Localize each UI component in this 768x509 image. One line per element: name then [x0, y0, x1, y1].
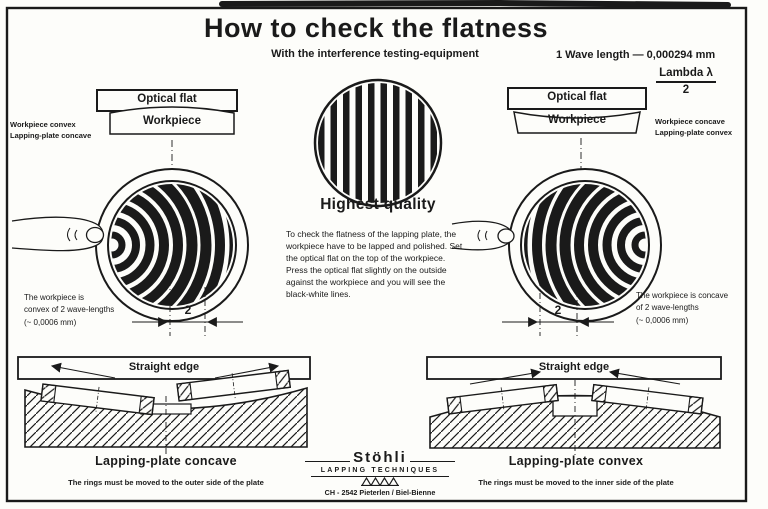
right-workpiece-label: Workpiece [548, 114, 606, 126]
scan-artifact-smear [219, 0, 731, 8]
right-plate-caption: Lapping-plate convex [508, 454, 644, 468]
center-straight-fringes [318, 83, 437, 203]
right-finger-illustration [451, 220, 515, 251]
lambda-fraction: Lambda λ 2 [656, 66, 716, 98]
right-interference-circle [451, 168, 662, 336]
right-straight-edge-label: Straight edge [538, 361, 610, 373]
brand-rule-left [305, 461, 351, 462]
left-outward-arrow-left [50, 362, 116, 379]
right-workpiece-concave-box [513, 111, 641, 134]
lambda-numerator: Lambda λ [656, 66, 716, 84]
highest-quality-label: Highest quality [320, 196, 436, 213]
left-plate-note: The rings must be moved to the outer sid… [68, 478, 264, 487]
brand-name: Stöhli [353, 449, 407, 466]
center-highest-quality-circle [313, 78, 443, 208]
left-workpiece-convex-box [109, 106, 235, 135]
right-straight-edge-box [426, 356, 722, 380]
brand-row: Stöhli [305, 449, 456, 466]
right-plate-note: The rings must be moved to the inner sid… [478, 478, 674, 487]
right-fingernail [497, 228, 515, 244]
right-finger-creases [477, 229, 488, 242]
left-optical-flat-assembly [96, 89, 238, 205]
right-diagram-left-ring [446, 383, 559, 415]
left-diagram-left-ring [40, 383, 155, 416]
bottom-right-diagram [426, 356, 722, 456]
right-optical-flat-assembly [507, 87, 647, 205]
left-finger-illustration [11, 216, 105, 252]
right-diagram-right-ring [591, 383, 704, 415]
right-result-note: The workpiece is concave of 2 wave-lengt… [636, 291, 729, 325]
page-subtitle: With the interference testing-equipment [271, 48, 479, 60]
instructions-paragraph: To check the flatness of the lapping pla… [286, 229, 463, 300]
zigzag-logo-icon [361, 477, 399, 486]
bottom-left-diagram [17, 356, 311, 456]
left-workpiece-label: Workpiece [143, 115, 201, 127]
right-inward-arrow-left [469, 368, 542, 385]
right-optical-flat-label: Optical flat [547, 91, 607, 103]
left-dimension-label: 2 [184, 303, 192, 317]
left-interference-circle [11, 168, 249, 336]
left-optical-flat-label: Optical flat [137, 93, 197, 105]
company-logo-block: Stöhli LAPPING TECHNIQUES CH - 2542 Piet… [305, 449, 456, 497]
brand-tagline: LAPPING TECHNIQUES [311, 465, 449, 477]
lambda-denominator: 2 [682, 84, 690, 97]
left-plate-caption: Lapping-plate concave [95, 454, 237, 468]
left-dimension-lines [132, 280, 243, 336]
brand-address: CH - 2542 Pieterlen / Biel-Bienne [324, 488, 436, 497]
right-side-note: Workpiece concave Lapping-plate convex [655, 117, 733, 138]
page-title: How to check the flatness [203, 13, 549, 43]
right-optical-flat-box [507, 87, 647, 110]
left-straight-edge-label: Straight edge [128, 361, 200, 373]
left-fingernail [85, 226, 105, 244]
left-diagram-right-ring [176, 369, 292, 402]
page-border [5, 6, 748, 503]
left-side-note: Workpiece convex Lapping-plate concave [10, 120, 92, 141]
wavelength-note: 1 Wave length — 0,000294 mm [556, 49, 716, 61]
right-dimension-label: 2 [554, 303, 562, 317]
left-result-note: The workpiece is convex of 2 wave-length… [24, 293, 115, 327]
right-dimension-lines [502, 280, 614, 336]
right-inward-arrow-right [608, 368, 681, 385]
brand-rule-right [409, 461, 456, 462]
left-outward-arrow-right [214, 362, 280, 379]
left-finger-creases [67, 227, 78, 242]
